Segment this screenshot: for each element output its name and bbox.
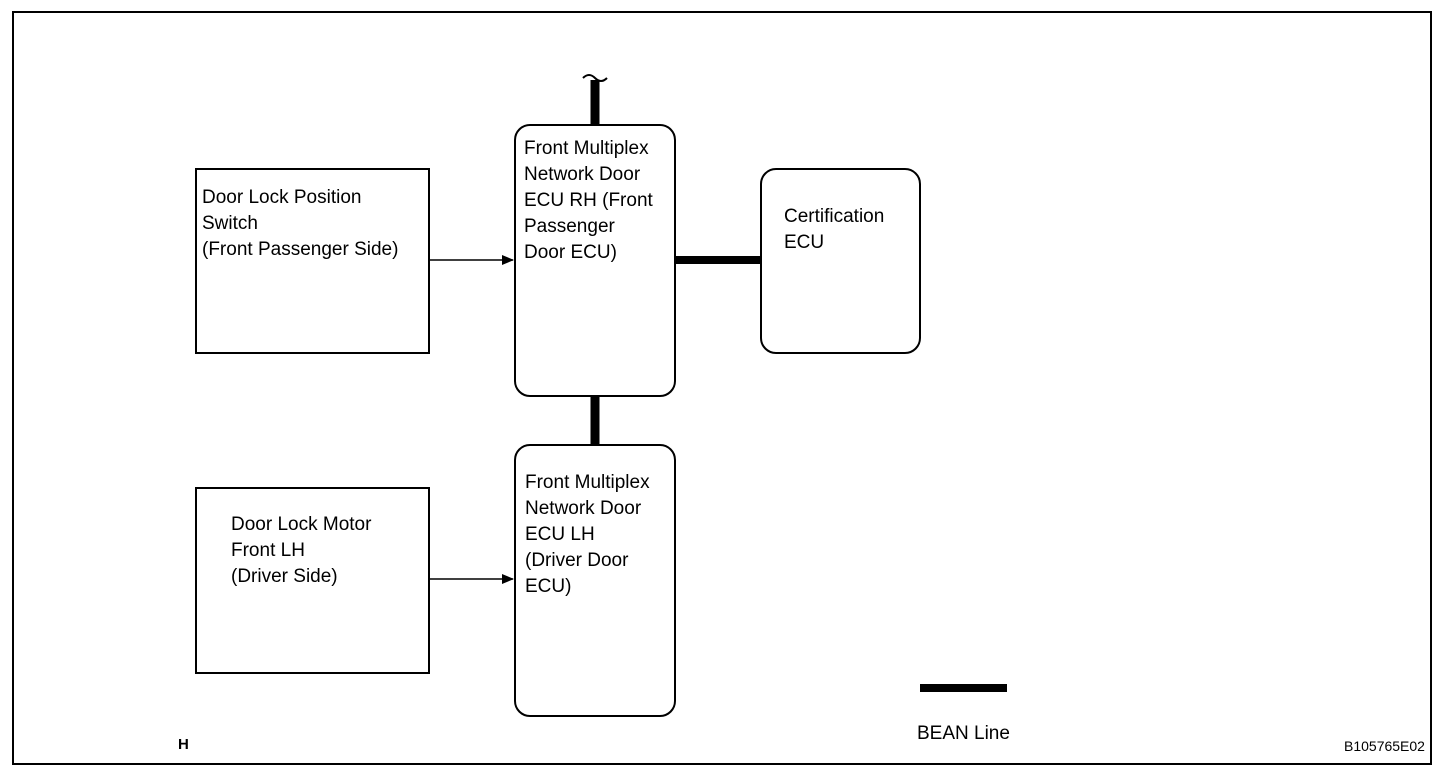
diagram-frame bbox=[12, 11, 1432, 765]
front-multiplex-lh-ecu-block: Front Multiplex Network Door ECU LH (Dri… bbox=[514, 444, 676, 717]
door-lock-motor-block: Door Lock Motor Front LH (Driver Side) bbox=[195, 487, 430, 674]
legend-bean-line-label: BEAN Line bbox=[917, 723, 1010, 744]
footer-left-mark: H bbox=[178, 736, 189, 753]
front-multiplex-rh-ecu-block: Front Multiplex Network Door ECU RH (Fro… bbox=[514, 124, 676, 397]
front-multiplex-lh-ecu-label: Front Multiplex Network Door ECU LH (Dri… bbox=[525, 472, 650, 597]
certification-ecu-block: Certification ECU bbox=[760, 168, 921, 354]
door-lock-motor-label: Door Lock Motor Front LH (Driver Side) bbox=[231, 514, 372, 587]
figure-code: B105765E02 bbox=[1344, 738, 1425, 754]
door-lock-position-switch-block: Door Lock Position Switch (Front Passeng… bbox=[195, 168, 430, 354]
break-mark bbox=[582, 74, 608, 82]
front-multiplex-rh-ecu-label: Front Multiplex Network Door ECU RH (Fro… bbox=[524, 138, 653, 263]
door-lock-position-switch-label: Door Lock Position Switch (Front Passeng… bbox=[202, 187, 399, 260]
certification-ecu-label: Certification ECU bbox=[784, 206, 885, 253]
